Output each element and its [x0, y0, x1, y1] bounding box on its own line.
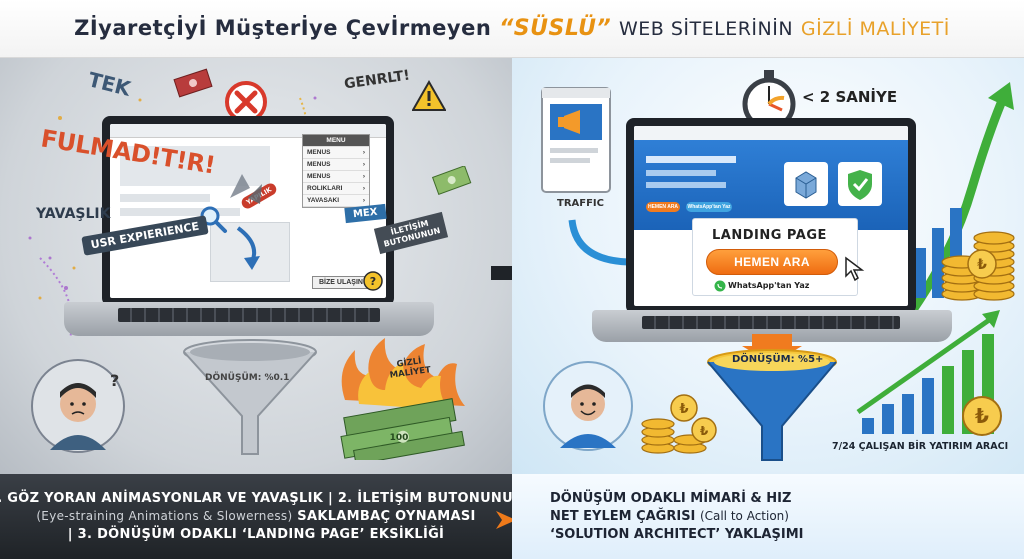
- problem-line-2-sub: (Eye-straining Animations & Slowerness): [36, 509, 293, 523]
- load-time-label: < 2 SANİYE: [802, 88, 898, 106]
- traffic-label: TRAFFIC: [557, 198, 604, 209]
- svg-text:₺: ₺: [679, 402, 688, 417]
- burning-money-icon: 100: [340, 338, 465, 460]
- confusing-arrow-icon: [236, 226, 260, 270]
- title-part2: WEB SİTELERİNİN: [619, 18, 794, 40]
- whatsapp-link[interactable]: WhatsApp'tan Yaz: [728, 281, 810, 290]
- svg-text:?: ?: [110, 371, 119, 390]
- title-quoted: “SÜSLÜ”: [499, 16, 612, 41]
- problem-line-2: (Eye-straining Animations & Slowerness) …: [36, 509, 475, 524]
- error-x-icon: [225, 81, 267, 123]
- feature-card-box: [784, 162, 828, 206]
- whatsapp-icon: [714, 280, 726, 292]
- problem-line-2-main: SAKLAMBAÇ OYNAMASI: [297, 509, 476, 524]
- package-icon: [795, 171, 817, 199]
- small-call-button[interactable]: HEMEN ARA: [646, 202, 680, 212]
- landing-page-title: LANDING PAGE: [712, 228, 827, 243]
- solution-line-2-main: NET EYLEM ÇAĞRISI: [550, 509, 696, 524]
- problem-line-3: | 3. DÖNÜŞÜM ODAKLI ‘LANDING PAGE’ EKSİK…: [67, 527, 445, 542]
- title-part1: Zİyaretçİyİ Müşterİye Çevİrmeyen: [74, 16, 492, 40]
- funnel-icon: [183, 339, 317, 455]
- hero-text-line: [646, 156, 736, 163]
- conversion-rate-bad: DÖNÜŞÜM: %0.1: [205, 373, 290, 383]
- traffic-ad-card-icon: [541, 87, 611, 193]
- menu-item[interactable]: ROLIKLARI›: [303, 183, 369, 195]
- blue-funnel-icon: [707, 334, 837, 461]
- svg-text:100: 100: [390, 433, 409, 443]
- menu-item[interactable]: YAVASAKI›: [303, 195, 369, 207]
- page-title: Zİyaretçİyİ Müşterİye Çevİrmeyen “SÜSLÜ”…: [74, 16, 950, 41]
- menu-item[interactable]: MENUS›: [303, 147, 369, 159]
- left-laptop-display: MENU MENUS› MENUS› MENUS› ROLIKLARI› YAV…: [110, 124, 386, 298]
- bottom-solutions-strip: DÖNÜŞÜM ODAKLI MİMARİ & HIZ NET EYLEM ÇA…: [512, 474, 1024, 559]
- left-keyboard: [118, 308, 380, 322]
- confused-person-avatar: ?: [31, 359, 125, 453]
- solution-line-3: ‘SOLUTION ARCHITECT’ YAKLAŞIMI: [550, 527, 804, 542]
- cursor-icon: [845, 256, 865, 282]
- right-keyboard: [642, 316, 900, 329]
- svg-text:?: ?: [370, 275, 376, 288]
- call-now-button[interactable]: HEMEN ARA: [706, 249, 838, 275]
- svg-text:₺: ₺: [977, 257, 987, 273]
- broken-glass-icon: [230, 174, 262, 204]
- flying-cash-icon: [432, 166, 472, 195]
- dollar-note-icon: [173, 68, 213, 98]
- left-site-image: [210, 222, 290, 282]
- hero-text-line: [646, 182, 726, 188]
- right-panel-good-site: ₺ ₺ ₺ ₺ TRAFFIC < 2 SANİYE: [512, 58, 1024, 474]
- menu-header: MENU: [303, 135, 369, 147]
- solution-line-2: NET EYLEM ÇAĞRISI (Call to Action): [550, 509, 789, 524]
- small-whatsapp-button[interactable]: WhatsApp'tan Yaz: [686, 202, 732, 212]
- svg-text:₺: ₺: [700, 424, 709, 438]
- svg-text:₺: ₺: [975, 404, 989, 428]
- title-bar: Zİyaretçİyİ Müşterİye Çevİrmeyen “SÜSLÜ”…: [0, 0, 1024, 58]
- help-icon: ?: [363, 271, 383, 291]
- left-site-block: [120, 194, 210, 202]
- lira-coin-icon: ₺: [962, 396, 1002, 436]
- coin-stack-icon: ₺: [941, 231, 1015, 301]
- left-panel-bad-site: MENU MENUS› MENUS› MENUS› ROLIKLARI› YAV…: [0, 58, 512, 474]
- label-yavaslik: YAVAŞLIK: [36, 206, 111, 222]
- menu-item[interactable]: MENUS›: [303, 171, 369, 183]
- coin-pile-icon: ₺ ₺: [641, 394, 717, 454]
- shield-check-icon: [848, 170, 872, 200]
- right-site-hero: [634, 140, 908, 230]
- menu-item[interactable]: MENUS›: [303, 159, 369, 171]
- orange-arrow-icon: [496, 511, 516, 529]
- happy-person-avatar: [543, 361, 633, 451]
- right-site-nav: [634, 126, 908, 140]
- solution-line-1: DÖNÜŞÜM ODAKLI MİMARİ & HIZ: [550, 491, 792, 506]
- warning-icon: [412, 80, 446, 111]
- problem-line-1: 1. GÖZ YORAN ANİMASYONLAR VE YAVAŞLIK | …: [0, 491, 525, 506]
- solution-line-2-sub: (Call to Action): [699, 509, 789, 523]
- hero-text-line: [646, 170, 716, 176]
- bottom-problems-strip: 1. GÖZ YORAN ANİMASYONLAR VE YAVAŞLIK | …: [0, 474, 524, 559]
- feature-card-shield: [838, 162, 882, 206]
- investment-tool-label: 7/24 ÇALIŞAN BİR YATIRIM ARACI: [832, 441, 1009, 452]
- conversion-rate-good: DÖNÜŞÜM: %5+: [732, 354, 824, 365]
- left-site-block: [120, 208, 240, 216]
- dropdown-menu[interactable]: MENU MENUS› MENUS› MENUS› ROLIKLARI› YAV…: [302, 134, 370, 208]
- title-accent: GİZLİ MALİYETİ: [800, 18, 950, 40]
